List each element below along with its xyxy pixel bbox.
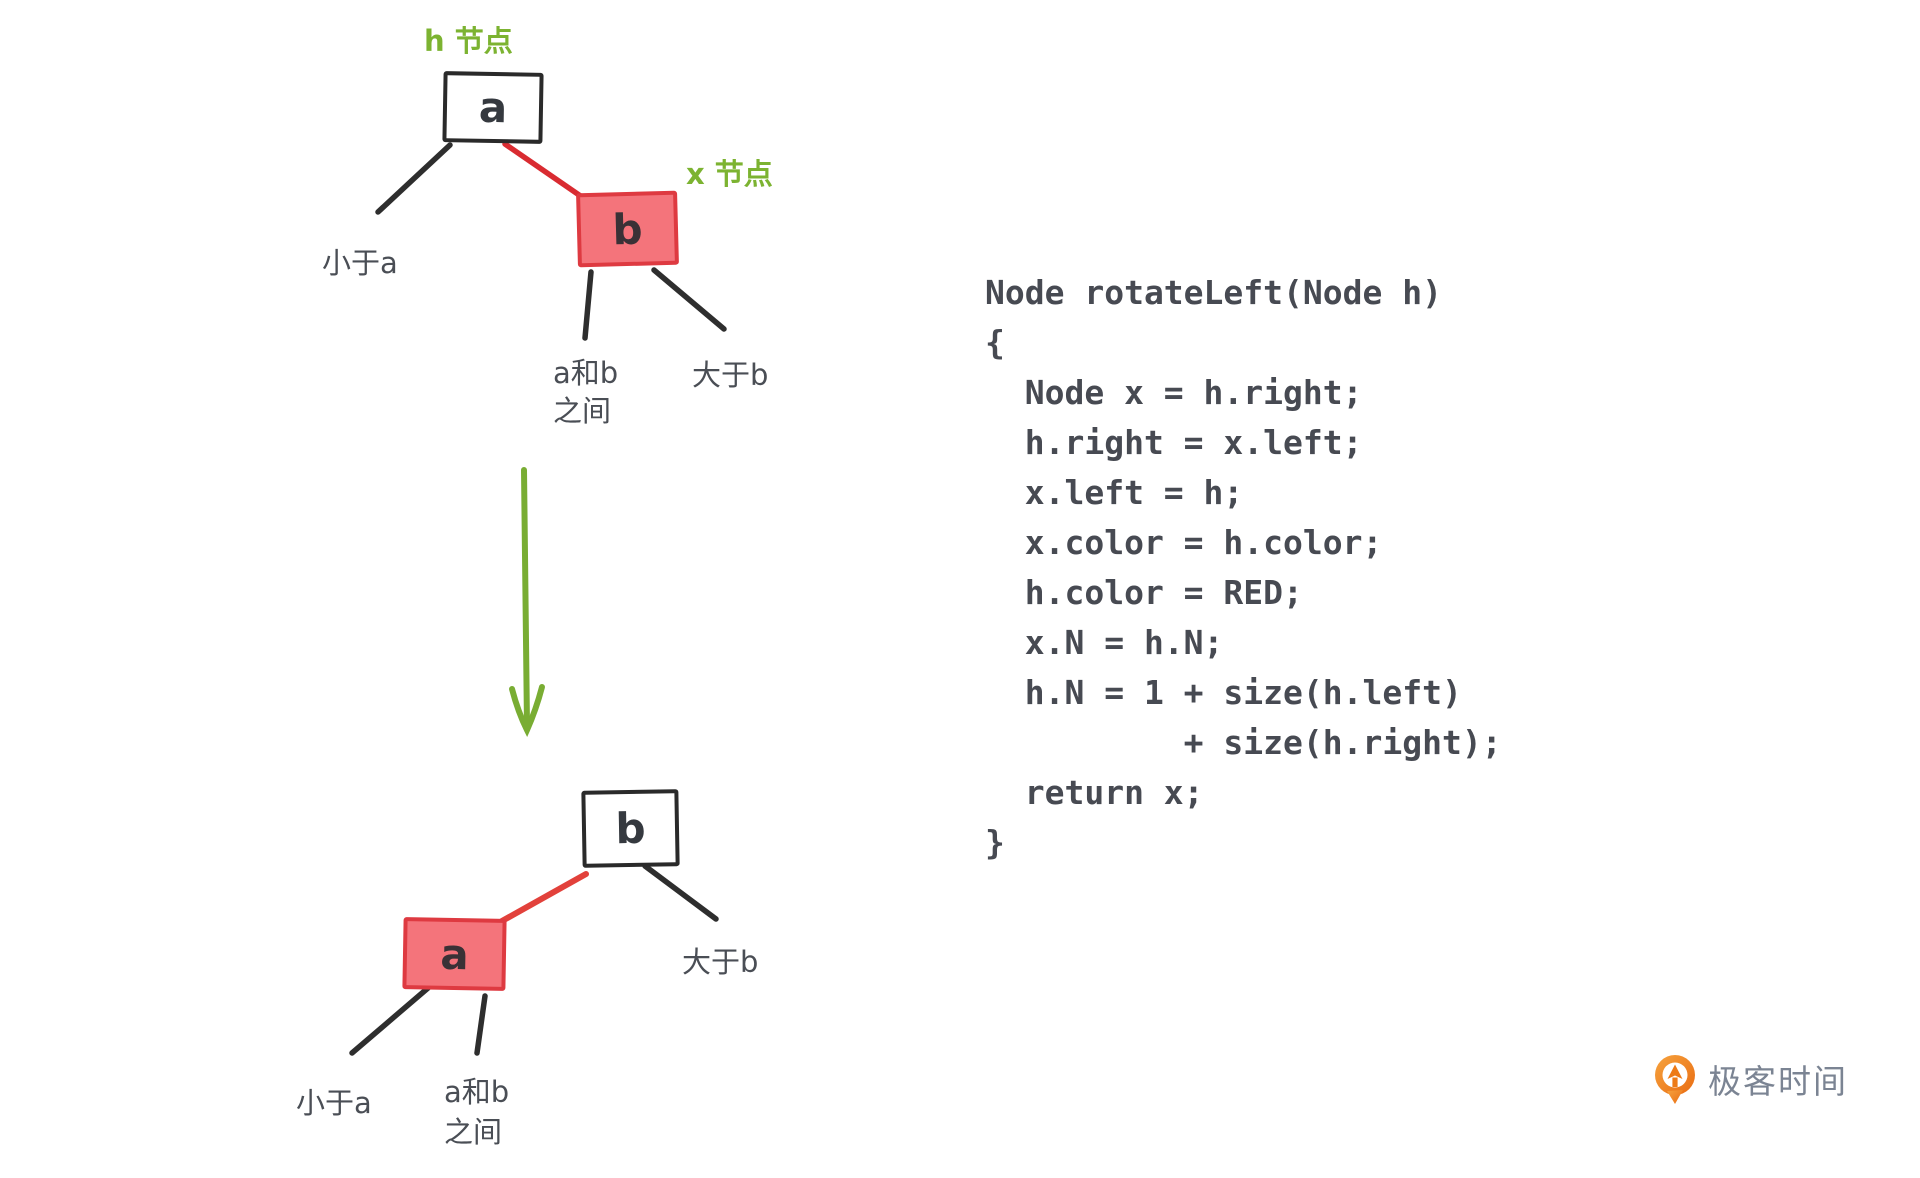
geektime-logo-icon [1655, 1055, 1695, 1104]
bottom-node-b-letter: b [615, 803, 646, 854]
bottom-leaf-less-than-a: 小于a [296, 1086, 372, 1120]
down-arrow-shaft [521, 467, 530, 729]
bottom-leaf-greater-than-b: 大于b [682, 945, 759, 979]
bottom-edge-b-a-red-link [499, 871, 589, 924]
bottom-leaf-between-line1: a和b [444, 1075, 510, 1109]
bottom-node-a: a [402, 917, 507, 991]
bottom-leaf-between-line2: 之间 [444, 1115, 503, 1149]
bottom-node-a-letter: a [439, 929, 470, 979]
top-node-a-letter: a [478, 82, 508, 133]
top-leaf-between-line2: 之间 [553, 394, 612, 428]
bottom-edge-a-right [474, 993, 488, 1056]
down-arrow-head [509, 684, 545, 737]
x-node-annotation: x 节点 [686, 157, 773, 191]
top-edge-a-b-red-link [502, 141, 585, 200]
top-node-a: a [442, 71, 544, 144]
top-leaf-less-than-a: 小于a [322, 246, 398, 280]
top-edge-b-left [582, 269, 594, 341]
top-leaf-between-a-b: a和b 之间 [553, 354, 618, 430]
h-node-annotation: h 节点 [424, 24, 513, 58]
top-leaf-greater-than-b: 大于b [692, 358, 769, 392]
brand-logo: 极客时间 [1652, 1053, 1848, 1105]
bottom-edge-b-right [642, 863, 719, 922]
brand-name: 极客时间 [1708, 1062, 1848, 1101]
bottom-edge-a-left [349, 985, 431, 1056]
rotate-left-code-block: Node rotateLeft(Node h) { Node x = h.rig… [985, 273, 1502, 862]
top-edge-a-left [375, 142, 453, 215]
top-edge-b-right [651, 267, 727, 332]
top-node-b-letter: b [611, 204, 644, 254]
bottom-leaf-between-a-b: a和b 之间 [444, 1072, 509, 1152]
bottom-node-b: b [581, 789, 680, 868]
top-node-b: b [576, 190, 679, 268]
top-leaf-between-line1: a和b [553, 356, 619, 390]
